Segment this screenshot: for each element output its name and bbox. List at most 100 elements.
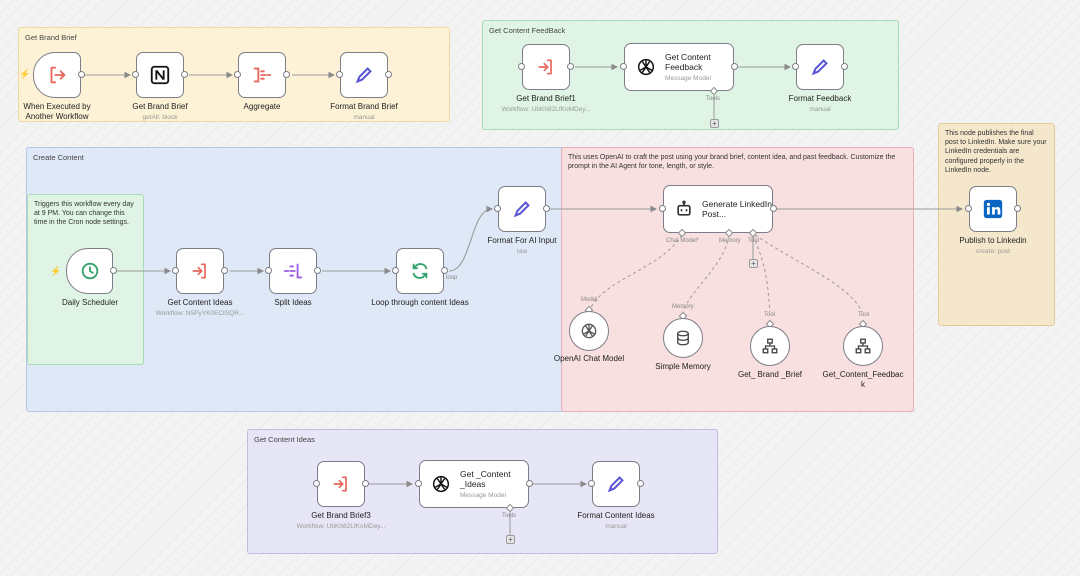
output-port[interactable] xyxy=(543,205,550,212)
get-content-feedback-tool-node[interactable] xyxy=(843,326,883,366)
node-label: Loop through content Ideas xyxy=(371,298,469,307)
node-subtitle: manual xyxy=(809,106,831,113)
node-title: Get Content Feedback xyxy=(665,52,711,72)
execute-workflow-icon xyxy=(331,474,351,494)
chat-model-port-label: Chat Model* xyxy=(666,238,700,244)
when-executed-node[interactable] xyxy=(33,52,81,98)
aggregate-icon xyxy=(251,64,273,86)
pencil-icon xyxy=(353,64,375,86)
get-brand-brief-node[interactable] xyxy=(136,52,184,98)
tool-port-label: Tool xyxy=(858,312,870,318)
add-tool-button[interactable]: + xyxy=(710,119,719,128)
split-icon xyxy=(282,260,304,282)
sticky-title: Get Content Ideas xyxy=(254,435,315,444)
node-label: Format Content Ideas xyxy=(577,511,655,520)
memory-port-label: Memory xyxy=(719,238,741,244)
output-port[interactable] xyxy=(637,480,644,487)
sticky-text: This uses OpenAI to craft the post using… xyxy=(568,154,896,171)
trigger-bolt-icon: ⚡ xyxy=(50,266,62,276)
tool-port-label: Tool xyxy=(748,238,760,244)
output-port[interactable] xyxy=(770,205,777,212)
format-content-ideas-node[interactable] xyxy=(592,461,640,507)
sticky-title: Get Brand Brief xyxy=(25,33,77,42)
node-subtitle: raw xyxy=(516,248,528,255)
pencil-icon xyxy=(511,198,533,220)
get-brand-brief3-node[interactable] xyxy=(317,461,365,507)
output-port[interactable] xyxy=(221,267,228,274)
model-port-label: Model xyxy=(581,297,598,303)
output-port[interactable] xyxy=(283,71,290,78)
input-port[interactable] xyxy=(620,63,627,70)
loop-output-port[interactable] xyxy=(441,267,448,274)
input-port[interactable] xyxy=(313,480,320,487)
node-subtitle: manual xyxy=(353,114,375,121)
input-port[interactable] xyxy=(172,267,179,274)
sitemap-icon xyxy=(854,337,872,355)
openai-chat-model-node[interactable] xyxy=(569,311,609,351)
tool-port-label: Tool xyxy=(764,312,776,318)
format-ai-input-node[interactable] xyxy=(498,186,546,232)
add-tool-button[interactable]: + xyxy=(506,535,515,544)
output-port[interactable] xyxy=(314,267,321,274)
output-port[interactable] xyxy=(362,480,369,487)
node-label: Get Brand Brief xyxy=(132,102,188,111)
node-label: Get_Content_Feedback xyxy=(822,370,904,389)
memory-port-label: Memory xyxy=(672,304,694,310)
node-label: Simple Memory xyxy=(655,362,711,371)
input-port[interactable] xyxy=(518,63,525,70)
output-port[interactable] xyxy=(110,267,117,274)
node-label: Format For AI Input xyxy=(487,236,557,245)
input-port[interactable] xyxy=(415,480,422,487)
input-port[interactable] xyxy=(392,267,399,274)
database-icon xyxy=(674,329,692,347)
format-feedback-node[interactable] xyxy=(796,44,844,90)
simple-memory-node[interactable] xyxy=(663,318,703,358)
daily-scheduler-node[interactable] xyxy=(66,248,113,294)
input-port[interactable] xyxy=(588,480,595,487)
get-content-ideas-node[interactable] xyxy=(176,248,224,294)
output-port[interactable] xyxy=(841,63,848,70)
output-port[interactable] xyxy=(1014,205,1021,212)
generate-linkedin-post-node[interactable]: Generate LinkedIn Post... xyxy=(663,185,773,233)
loop-icon xyxy=(409,260,431,282)
node-label: Publish to Linkedin xyxy=(959,236,1027,245)
get-brand-brief-tool-node[interactable] xyxy=(750,326,790,366)
node-label: Daily Scheduler xyxy=(61,298,119,307)
output-port[interactable] xyxy=(526,480,533,487)
sticky-title: Create Content xyxy=(33,153,84,162)
robot-icon xyxy=(674,199,694,219)
split-ideas-node[interactable] xyxy=(269,248,317,294)
output-port[interactable] xyxy=(385,71,392,78)
linkedin-icon xyxy=(982,198,1004,220)
input-port[interactable] xyxy=(234,71,241,78)
input-port[interactable] xyxy=(265,267,272,274)
input-port[interactable] xyxy=(132,71,139,78)
get-content-feedback-node[interactable]: Get Content Feedback Message Model xyxy=(624,43,734,91)
node-label: Format Feedback xyxy=(788,94,852,103)
sitemap-icon xyxy=(761,337,779,355)
sticky-linkedin-note[interactable]: This node publishes the final post to Li… xyxy=(938,123,1055,326)
input-port[interactable] xyxy=(659,205,666,212)
output-port[interactable] xyxy=(731,63,738,70)
input-port[interactable] xyxy=(336,71,343,78)
aggregate-node[interactable] xyxy=(238,52,286,98)
clock-icon xyxy=(79,260,101,282)
input-port[interactable] xyxy=(965,205,972,212)
node-label: When Executed by Another Workflow xyxy=(23,102,91,121)
output-port[interactable] xyxy=(567,63,574,70)
node-subtitle: manual xyxy=(605,523,627,530)
output-port[interactable] xyxy=(181,71,188,78)
node-label: Aggregate xyxy=(243,102,281,111)
tools-port-label: Tools xyxy=(706,96,721,102)
input-port[interactable] xyxy=(494,205,501,212)
output-port[interactable] xyxy=(78,71,85,78)
input-port[interactable] xyxy=(792,63,799,70)
loop-node[interactable] xyxy=(396,248,444,294)
publish-linkedin-node[interactable] xyxy=(969,186,1017,232)
get-content-ideas-llm-node[interactable]: Get _Content _Ideas Message Model xyxy=(419,460,529,508)
add-tool-button[interactable]: + xyxy=(749,259,758,268)
pencil-icon xyxy=(605,473,627,495)
format-brand-brief-node[interactable] xyxy=(340,52,388,98)
node-label: Get_ Brand _Brief xyxy=(737,370,803,379)
get-brand-brief1-node[interactable] xyxy=(522,44,570,90)
